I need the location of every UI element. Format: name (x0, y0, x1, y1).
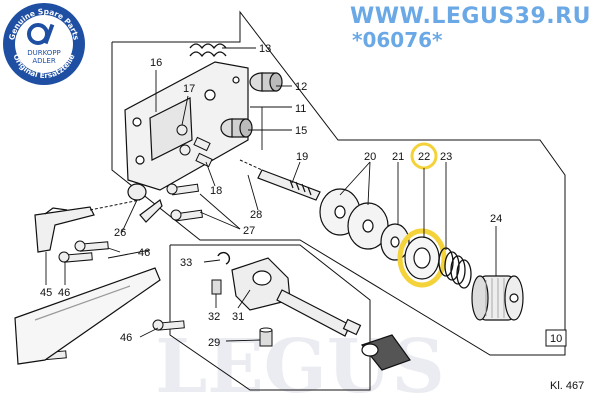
callout-32: 32 (208, 311, 220, 323)
screw-32 (211, 279, 222, 295)
knob-24 (471, 275, 524, 321)
sleeve-29 (259, 327, 273, 347)
callout-15: 15 (295, 125, 307, 137)
callout-labels: 10 11 12 13 15 16 17 18 19 20 21 22 23 2… (40, 43, 562, 349)
logo-brand-line1: DURKOPP (27, 49, 61, 57)
pin-19 (257, 169, 321, 201)
shaft (276, 289, 362, 337)
disc-22-highlighted (397, 228, 447, 288)
callout-11: 11 (295, 103, 306, 115)
guide-bracket-45 (34, 206, 95, 253)
logo-brand-line2: ADLER (32, 57, 56, 65)
callout-46b: 46 (138, 247, 150, 259)
callout-46a: 46 (58, 287, 70, 299)
callout-12: 12 (295, 81, 307, 93)
callout-box-10 (545, 329, 567, 347)
cover-plate (14, 267, 161, 365)
coupling (360, 334, 411, 371)
screws-27 (166, 183, 203, 222)
shaft-group-outline (169, 244, 371, 391)
callout-26: 26 (114, 227, 126, 239)
site-url: WWW.LEGUS39.RU (350, 4, 591, 29)
disc-20b (347, 202, 389, 250)
callout-31: 31 (232, 311, 244, 323)
part-code: *06076* (352, 28, 443, 52)
assembly-group-outline (111, 10, 566, 356)
callout-16: 16 (150, 57, 162, 69)
callout-18: 18 (210, 185, 222, 197)
callout-46c: 46 (120, 332, 132, 344)
callout-13: 13 (259, 43, 271, 55)
spring-13 (189, 43, 227, 58)
leader-lines (45, 47, 497, 342)
callout-45: 45 (40, 287, 52, 299)
logo-emblem-icon (27, 23, 55, 45)
callout-28: 28 (250, 209, 262, 221)
highlight-ring-22 (397, 228, 447, 288)
callout-29: 29 (208, 337, 220, 349)
callout-17: 17 (183, 83, 195, 95)
callout-19: 19 (296, 151, 308, 163)
callout-20: 20 (364, 151, 376, 163)
callout-23: 23 (440, 151, 452, 163)
callout-33: 33 (180, 257, 192, 269)
durkopp-adler-logo: Genuine Spare Parts Original Ersatzteile… (3, 3, 85, 85)
callout-10: 10 (550, 333, 562, 345)
callout-27: 27 (243, 225, 255, 237)
retaining-ring-33 (217, 251, 231, 265)
callout-21: 21 (392, 151, 404, 163)
diagram-reference: Kl. 467 (550, 380, 585, 392)
callout-22: 22 (418, 151, 430, 163)
bushing-15 (220, 118, 253, 138)
bushing-12 (249, 72, 283, 92)
callout-24: 24 (490, 213, 502, 225)
bracket-26 (127, 183, 163, 223)
